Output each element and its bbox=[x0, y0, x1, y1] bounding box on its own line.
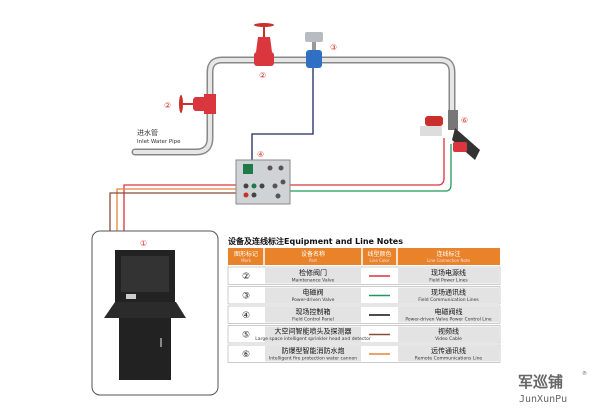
part-name-cn: 大空间智能喷头及探测器 bbox=[275, 327, 352, 336]
header-en: Line Connection Note bbox=[427, 258, 471, 263]
callout-2-top: ② bbox=[259, 71, 266, 80]
table-title: 设备及连线标注Equipment and Line Notes bbox=[228, 236, 403, 246]
header-cn: 图形标记 bbox=[234, 250, 258, 258]
line-note-cn: 电磁阀线 bbox=[435, 307, 463, 316]
part-name-cn: 电磁阀 bbox=[303, 288, 324, 297]
line-note-cn: 现场电源线 bbox=[431, 268, 466, 277]
line-note-en: Power-driven Valve Power Control Line bbox=[405, 317, 492, 323]
part-name-cn: 防爆型智能消防水炮 bbox=[282, 346, 345, 355]
svg-text:JunXunPu: JunXunPu bbox=[519, 394, 567, 405]
power-driven-valve bbox=[305, 32, 323, 68]
maintenance-valve-left bbox=[179, 94, 216, 114]
line-note-cn: 远传通讯线 bbox=[431, 346, 466, 355]
maintenance-valve-top bbox=[254, 23, 274, 66]
part-name-en: Large space intelligent sprinkler head a… bbox=[255, 336, 371, 342]
field-control-panel bbox=[235, 159, 291, 205]
line-note-en: Field Communication Lines bbox=[418, 297, 479, 303]
callout-3: ③ bbox=[330, 43, 337, 52]
inlet-label-cn: 进水管 bbox=[137, 128, 158, 137]
part-name-cn: 现场控制箱 bbox=[296, 307, 331, 316]
line-note-en: Remote Communications Line bbox=[415, 356, 483, 362]
svg-text:®: ® bbox=[582, 370, 587, 377]
water-cannon bbox=[420, 110, 480, 160]
header-cn: 线型颜色 bbox=[367, 250, 391, 258]
header-cn: 连线标注 bbox=[436, 250, 460, 258]
part-name-en: Power-driven Valve bbox=[292, 297, 335, 303]
table-header bbox=[228, 248, 500, 265]
part-name-en: Maintenance Valve bbox=[292, 278, 335, 284]
inlet-label-en: Inlet Water Pipe bbox=[137, 139, 181, 145]
line-note-cn: 现场通讯线 bbox=[431, 288, 466, 297]
row-mark: ④ bbox=[242, 311, 250, 321]
header-en: Mark bbox=[241, 258, 252, 263]
control-cabinet bbox=[91, 230, 219, 396]
part-name-cn: 检修阀门 bbox=[299, 268, 327, 277]
row-mark: ② bbox=[242, 272, 250, 282]
callout-4: ④ bbox=[257, 150, 264, 159]
callout-2-left: ② bbox=[164, 101, 171, 110]
row-mark: ③ bbox=[242, 292, 250, 302]
line-note-en: Video Cable bbox=[435, 336, 462, 342]
callout-1: ① bbox=[140, 239, 147, 248]
header-en: Line Color bbox=[369, 258, 389, 263]
wires bbox=[109, 68, 452, 232]
header-cn: 设备名称 bbox=[301, 250, 325, 258]
callout-6: ⑥ bbox=[461, 116, 468, 125]
line-note-cn: 视频线 bbox=[438, 327, 459, 336]
water-pipe bbox=[131, 56, 456, 156]
logo: 军巡铺 ® JunXunPu bbox=[518, 370, 587, 405]
header-en: Part bbox=[309, 258, 317, 263]
part-name-en: Field Control Panel bbox=[292, 317, 334, 323]
part-name-en: Intelligent fire protection water cannon bbox=[269, 356, 357, 362]
line-note-en: Field Power Lines bbox=[429, 278, 468, 284]
row-mark: ⑥ bbox=[242, 350, 250, 360]
row-mark: ⑤ bbox=[242, 331, 250, 341]
svg-text:军巡铺: 军巡铺 bbox=[518, 373, 563, 391]
